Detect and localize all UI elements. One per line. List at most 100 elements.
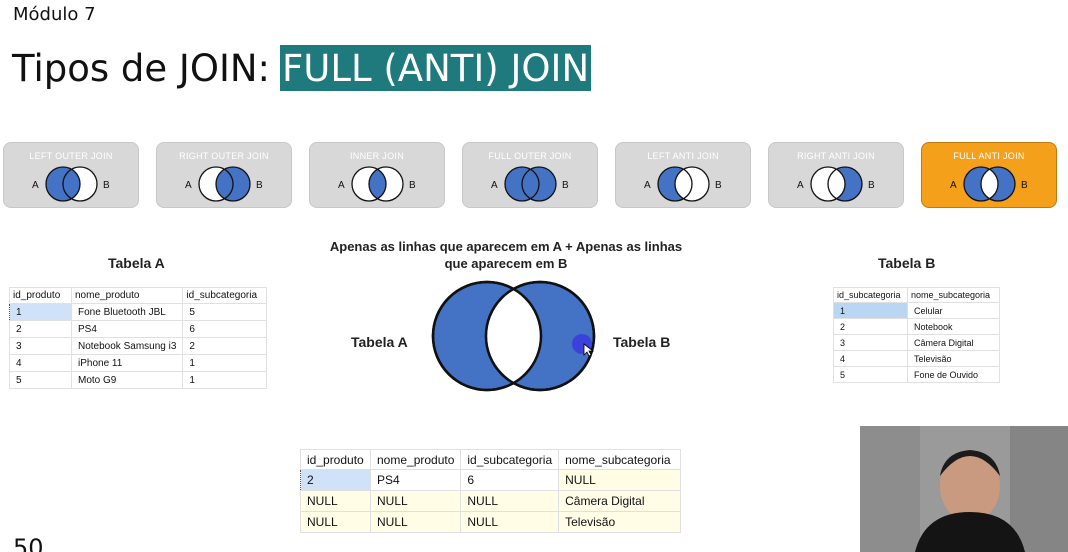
table-cell: NULL [369, 490, 462, 512]
presenter-video [860, 426, 1068, 552]
table-cell: Televisão [558, 511, 682, 533]
title-highlight: FULL (ANTI) JOIN [280, 45, 592, 91]
table-cell: PS4 [369, 469, 462, 491]
table-cell: 6 [182, 320, 268, 338]
venn-right-label: Tabela B [613, 334, 671, 350]
page-number: 50 [13, 534, 44, 552]
column-header: id_subcategoria [182, 287, 268, 304]
venn-letter-b: B [256, 180, 263, 191]
join-card-label: LEFT OUTER JOIN [29, 151, 113, 161]
table-cell: NULL [369, 511, 462, 533]
table-cell: 2 [833, 318, 908, 335]
table-cell: 1 [9, 303, 72, 321]
table-cell: Televisão [907, 350, 1000, 367]
table-cell: 1 [182, 354, 268, 372]
table-cell: 2 [9, 320, 72, 338]
table-cell: 6 [460, 469, 560, 491]
webcam-overlay [860, 426, 1068, 552]
venn-letter-a: A [491, 180, 498, 191]
venn-letter-b: B [409, 180, 416, 191]
table-cell: 4 [833, 350, 908, 367]
join-card-label: INNER JOIN [349, 151, 404, 161]
table-cell: 2 [300, 469, 371, 491]
table-cell: Moto G9 [70, 371, 184, 389]
venn-letter-a: A [950, 180, 957, 191]
join-card-label: RIGHT OUTER JOIN [179, 151, 269, 161]
venn-letter-a: A [644, 180, 651, 191]
table-cell: 2 [182, 337, 268, 355]
table-cell: Celular [907, 302, 1000, 319]
table-cell: Notebook Samsung i3 [70, 337, 184, 355]
table-cell: 5 [833, 366, 908, 383]
column-header: id_subcategoria [833, 287, 908, 303]
table-b-title: Tabela B [878, 255, 936, 271]
slide-title: Tipos de JOIN: FULL (ANTI) JOIN [12, 44, 592, 92]
venn-letter-b: B [1021, 180, 1028, 191]
column-header: id_produto [300, 449, 371, 470]
table-cell: NULL [300, 490, 371, 512]
venn-description: Apenas as linhas que aparecem em A + Ape… [329, 239, 683, 271]
venn-diagram [431, 280, 596, 392]
column-header: nome_subcategoria [907, 287, 1000, 303]
venn-letter-a: A [185, 180, 192, 191]
venn-letter-b: B [103, 180, 110, 191]
table-cell: 5 [182, 303, 268, 321]
table-cell: 3 [9, 337, 72, 355]
column-header: id_subcategoria [460, 449, 560, 470]
venn-letter-b: B [562, 180, 569, 191]
table-cell: PS4 [70, 320, 184, 338]
column-header: nome_subcategoria [558, 449, 682, 470]
venn-left-label: Tabela A [351, 334, 408, 350]
table-cell: 5 [9, 371, 72, 389]
table-cell: Câmera Digital [907, 334, 1000, 351]
table-cell: NULL [558, 469, 682, 491]
table-cell: NULL [300, 511, 371, 533]
join-card-label: RIGHT ANTI JOIN [797, 151, 875, 161]
mouse-cursor-icon [583, 343, 595, 357]
venn-letter-a: A [32, 180, 39, 191]
venn-letter-a: A [797, 180, 804, 191]
table-cell: Fone Bluetooth JBL [70, 303, 184, 321]
table-cell: iPhone 11 [70, 354, 184, 372]
join-card-label: LEFT ANTI JOIN [647, 151, 719, 161]
table-cell: 4 [9, 354, 72, 372]
table-cell: 1 [182, 371, 268, 389]
column-header: nome_produto [369, 449, 462, 470]
table-cell: NULL [460, 511, 560, 533]
table-cell: 3 [833, 334, 908, 351]
join-card-label: FULL OUTER JOIN [488, 151, 572, 161]
venn-letter-b: B [715, 180, 722, 191]
column-header: nome_produto [70, 287, 184, 304]
table-a-title: Tabela A [108, 255, 165, 271]
module-label: Módulo 7 [13, 4, 96, 25]
table-cell: Fone de Ouvido [907, 366, 1000, 383]
